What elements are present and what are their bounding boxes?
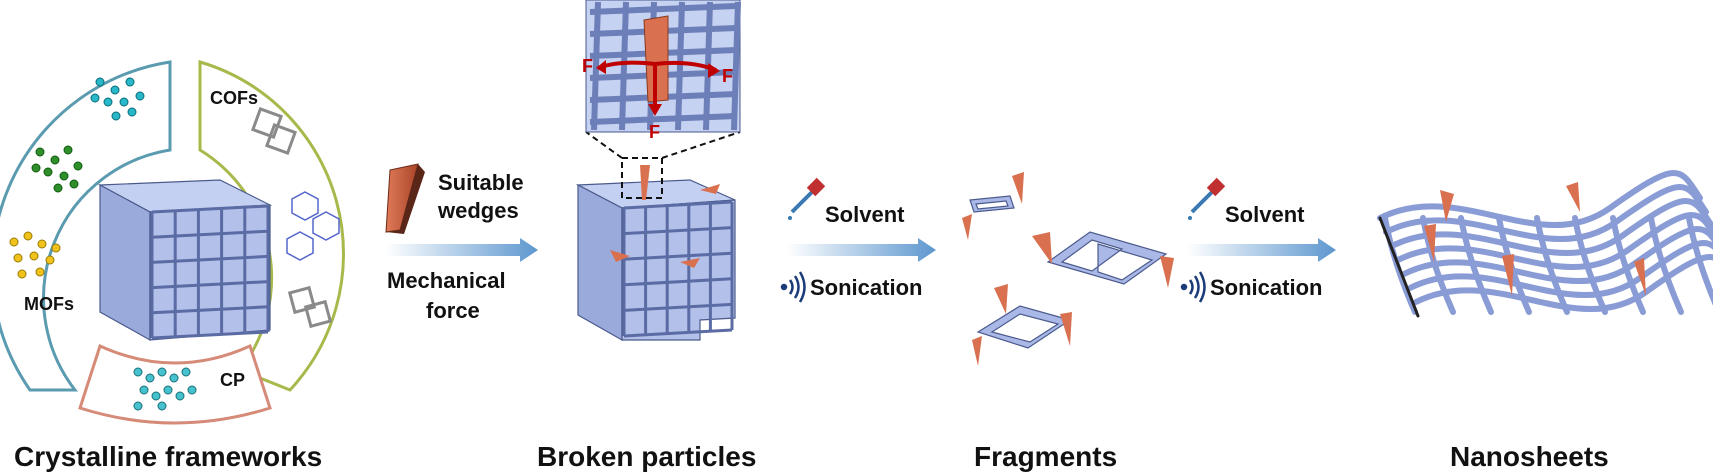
mof-segment bbox=[0, 60, 172, 392]
zoom-box bbox=[621, 157, 663, 199]
step3-arrow bbox=[1187, 238, 1336, 262]
sonication-icon bbox=[780, 271, 806, 303]
nanosheets-label: Nanosheets bbox=[1450, 441, 1609, 472]
sonication-icon-2 bbox=[1180, 271, 1206, 303]
zoom-wedge bbox=[643, 15, 669, 103]
solvent-label-2: Solvent bbox=[1225, 202, 1305, 227]
broken-particles-label: Broken particles bbox=[537, 441, 756, 472]
cp-segment bbox=[78, 343, 272, 425]
fragments-label: Fragments bbox=[974, 441, 1117, 472]
frameworks-label: Crystalline frameworks bbox=[14, 441, 322, 472]
mofs-label: MOFs bbox=[24, 294, 74, 314]
mof-molecules bbox=[9, 77, 145, 279]
step1-arrow bbox=[385, 238, 538, 262]
force-label-right: F bbox=[722, 66, 733, 86]
cof-molecules bbox=[250, 106, 340, 329]
zoom-line-left bbox=[585, 131, 623, 159]
wedge-label-line1: Suitable bbox=[438, 170, 524, 195]
zoom-line-right bbox=[661, 131, 741, 159]
fragment-large bbox=[1032, 231, 1174, 288]
dropper-icon-2 bbox=[1188, 177, 1226, 220]
broken-particle-cube bbox=[575, 165, 736, 342]
nanosheet bbox=[1377, 170, 1713, 318]
cofs-label: COFs bbox=[210, 88, 258, 108]
wedge-label-line2: wedges bbox=[437, 198, 519, 223]
cp-molecules bbox=[133, 367, 197, 411]
step2-arrow bbox=[787, 238, 936, 262]
framework-cube bbox=[97, 179, 273, 342]
cp-label: CP bbox=[220, 370, 245, 390]
dropper-icon bbox=[788, 177, 826, 220]
sonication-label-1: Sonication bbox=[810, 275, 922, 300]
fragment-small bbox=[962, 172, 1024, 240]
force-label-down: F bbox=[649, 122, 660, 142]
sonication-label-2: Sonication bbox=[1210, 275, 1322, 300]
force-label-line2: force bbox=[426, 298, 480, 323]
wedge-icon bbox=[385, 163, 425, 234]
zoom-inset: F F F bbox=[582, 0, 741, 142]
force-label-line1: Mechanical bbox=[387, 268, 506, 293]
fragment-bottom bbox=[972, 284, 1072, 366]
force-label-left: F bbox=[582, 56, 593, 76]
fragments bbox=[962, 172, 1174, 366]
solvent-label-1: Solvent bbox=[825, 202, 905, 227]
